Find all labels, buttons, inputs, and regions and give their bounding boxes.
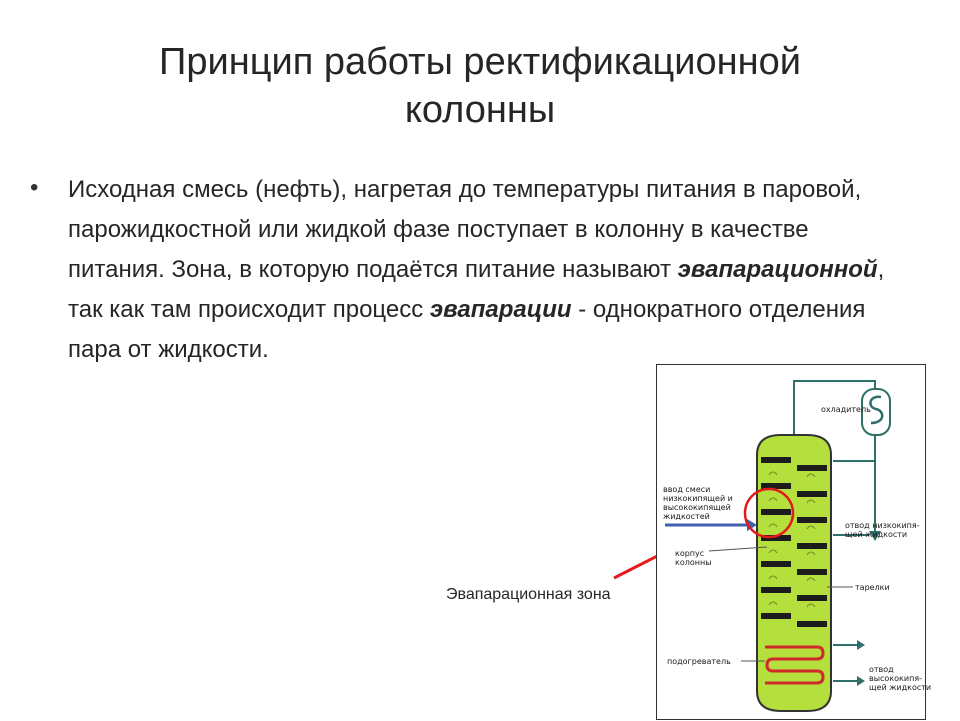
paragraph-part-1: Исходная смесь (нефть), нагретая до темп… [68, 176, 862, 283]
pipe-network [793, 380, 876, 682]
term-evaporation-zone: эвапарационной [677, 256, 878, 283]
label-shell-line-2: колонны [675, 558, 712, 567]
label-high-out-line-3: щей жидкости [869, 683, 932, 692]
cooler-icon [861, 388, 891, 436]
label-feed-line-2: низкокипящей и [663, 494, 733, 503]
column-diagram: охладитель ввод смеси низкокипящей и выс… [656, 364, 931, 720]
title-line-2: колонны [404, 89, 556, 131]
label-shell-line-1: корпус [675, 549, 705, 558]
paragraph-part-2: , так как там происходит процесс [68, 256, 885, 323]
label-feed: ввод смеси низкокипящей и высококипящей … [663, 485, 733, 521]
vapor-flow-marks [768, 471, 816, 608]
outlet-arrows [857, 531, 881, 686]
column-drawing [665, 380, 891, 712]
title-line-1: Принцип работы ректификационной [159, 41, 801, 83]
label-low-boiling-outlet: отвод низкокипя- щей жидкости [845, 521, 920, 539]
paragraph-part-3: - однократного отделения пара от жидкост… [68, 296, 866, 363]
label-feed-line-4: жидкостей [663, 512, 710, 521]
label-column-shell: корпус колонны [675, 549, 712, 567]
evaporation-zone-highlight [743, 487, 795, 539]
label-low-out-line-1: отвод низкокипя- [845, 521, 920, 530]
label-trays: тарелки [855, 583, 890, 592]
slide-title: Принцип работы ректификационной колонны [80, 38, 880, 134]
label-high-out-line-2: высококипя- [869, 674, 923, 683]
term-evaporation: эвапарации [429, 296, 572, 323]
bullet-marker: • [30, 174, 39, 201]
heater-coil [765, 645, 825, 685]
label-high-boiling-outlet: отвод высококипя- щей жидкости [869, 665, 931, 692]
label-low-out-line-2: щей жидкости [845, 530, 908, 539]
label-heater: подогреватель [667, 657, 731, 666]
label-leaders [708, 546, 853, 662]
bullet-paragraph: Исходная смесь (нефть), нагретая до темп… [68, 170, 898, 370]
evaporation-zone-label: Эвапарационная зона [446, 586, 611, 603]
label-feed-line-1: ввод смеси [663, 485, 711, 494]
label-feed-line-3: высококипящей [663, 503, 731, 512]
label-high-out-line-1: отвод [869, 665, 894, 674]
column-shell [756, 434, 832, 712]
column-trays [761, 457, 827, 627]
label-cooler: охладитель [821, 405, 871, 414]
